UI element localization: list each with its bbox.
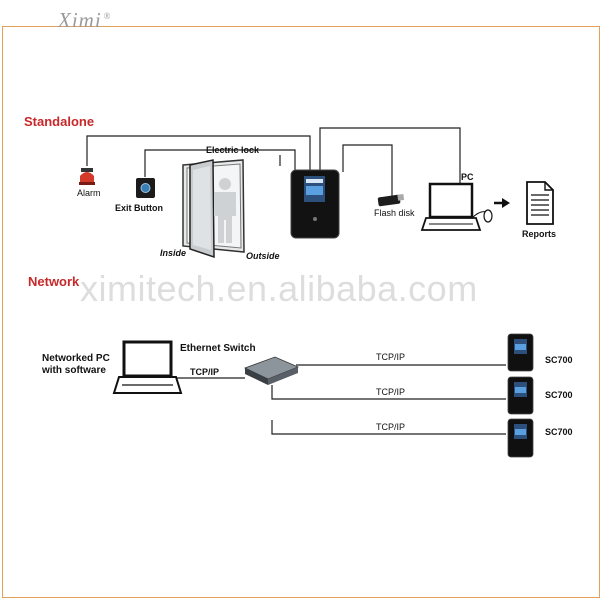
computer-icon bbox=[112, 340, 183, 394]
sc700-device-3 bbox=[507, 418, 534, 458]
terminal-icon bbox=[290, 169, 340, 239]
arrow-right-icon bbox=[494, 198, 510, 208]
label-sc700-3: SC700 bbox=[545, 427, 573, 437]
ethernet-switch-icon bbox=[243, 356, 300, 385]
label-inside: Inside bbox=[160, 248, 187, 258]
wire-flash-disk bbox=[342, 144, 393, 196]
label-reports: Reports bbox=[522, 229, 557, 239]
section-network: Network bbox=[28, 274, 80, 289]
sc700-device-1 bbox=[507, 333, 534, 372]
label-tcpip-pc: TCP/IP bbox=[190, 367, 220, 377]
network-wiring bbox=[175, 364, 506, 435]
label-tcpip-1: TCP/IP bbox=[376, 352, 406, 362]
label-ethernet-switch: Ethernet Switch bbox=[180, 343, 256, 354]
label-networked-pc-2: with software bbox=[42, 365, 106, 376]
diagram-frame bbox=[2, 26, 600, 598]
report-icon bbox=[526, 181, 554, 225]
flash-disk-icon bbox=[377, 193, 405, 207]
computer-icon bbox=[420, 182, 482, 231]
alarm-icon bbox=[79, 168, 95, 185]
label-tcpip-3: TCP/IP bbox=[376, 422, 406, 432]
label-outside: Outside bbox=[246, 251, 280, 261]
label-sc700-1: SC700 bbox=[545, 355, 573, 365]
label-exit-button: Exit Button bbox=[115, 203, 163, 213]
mouse-icon bbox=[471, 209, 493, 223]
section-standalone: Standalone bbox=[24, 114, 95, 129]
wire-pc bbox=[319, 127, 461, 190]
label-alarm: Alarm bbox=[77, 188, 101, 198]
label-tcpip-2: TCP/IP bbox=[376, 387, 406, 397]
label-flash-disk: Flash disk bbox=[374, 208, 415, 218]
label-pc: PC bbox=[461, 172, 474, 182]
sc700-device-2 bbox=[507, 376, 534, 415]
label-networked-pc-1: Networked PC bbox=[42, 353, 110, 364]
watermark: ximitech.en.alibaba.com bbox=[80, 268, 478, 309]
wire-device-3 bbox=[271, 420, 506, 435]
brand-logo: Ximi® bbox=[58, 8, 112, 33]
standalone-wiring bbox=[86, 127, 461, 196]
wire-alarm bbox=[86, 135, 311, 170]
wire-exit-button bbox=[144, 149, 296, 177]
wire-device-2 bbox=[271, 385, 506, 400]
label-sc700-2: SC700 bbox=[545, 390, 573, 400]
brand-reg: ® bbox=[103, 11, 112, 21]
door-icon bbox=[182, 159, 245, 259]
exit-button-icon bbox=[136, 178, 155, 198]
brand-name: Ximi bbox=[58, 8, 102, 32]
label-electric-lock: Electric lock bbox=[206, 145, 260, 155]
